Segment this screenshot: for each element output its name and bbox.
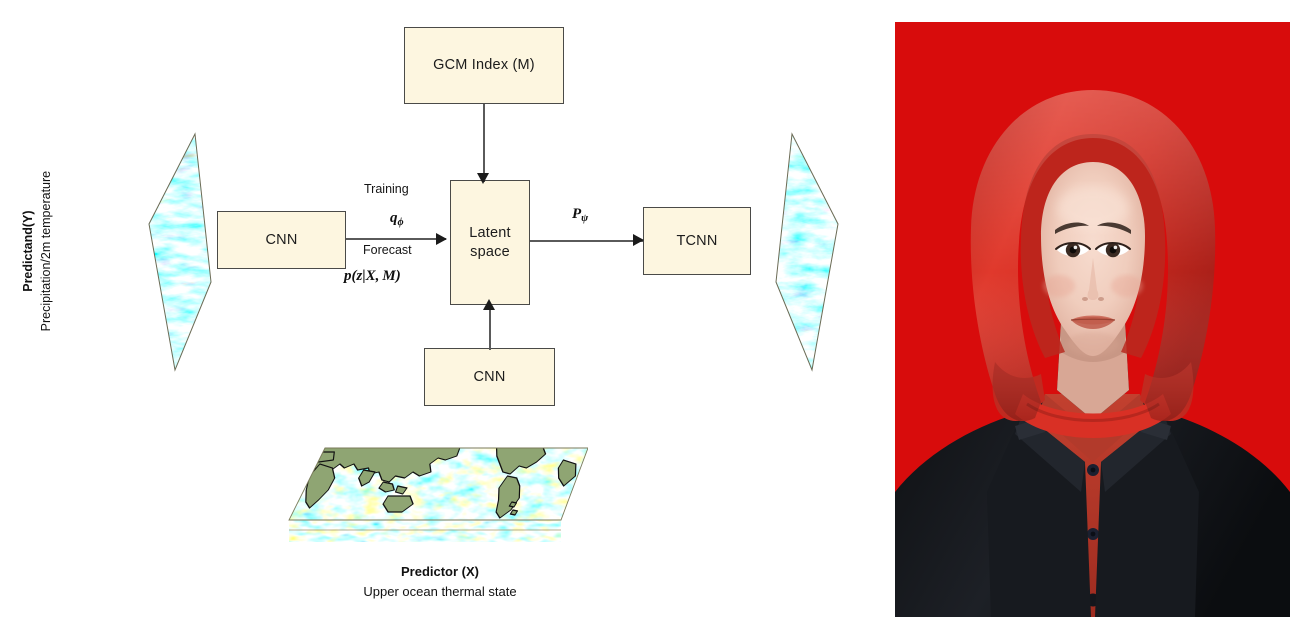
diagram-panel: GCM Index (M) CNN Latent space CNN TCNN … [19,27,842,601]
latent-space-line1: Latent [469,225,511,242]
predictor-title: Predictor (X) [400,564,479,579]
q-phi-label: qϕ [390,210,404,228]
predictand-title: Predictand(Y) [20,210,35,292]
connector-latent-to-tcnn [530,240,643,242]
predictor-ocean-map [283,442,588,552]
connector-cnn-to-latent [346,238,446,240]
tcnn-decoder-box[interactable]: TCNN [643,207,751,275]
arrow-up-icon [483,299,495,310]
latent-space-label: Latent space [469,224,511,260]
cnn-predictor-box[interactable]: CNN [424,348,555,406]
predictand-field-left [145,132,225,372]
cnn-encoder-box[interactable]: CNN [217,211,346,269]
connector-gcm-to-latent [483,104,485,182]
training-label: Training [364,182,409,196]
predictand-caption: Predictand(Y) Precipitation/2m temperatu… [19,151,55,351]
connector-cnn-bottom-to-latent [489,305,491,350]
predictand-field-right [762,132,842,372]
latent-space-line2: space [470,243,510,260]
p-psi-label: Pψ [572,206,589,224]
cnn-encoder-label: CNN [265,231,298,248]
cnn-predictor-label: CNN [473,368,506,385]
portrait-photo [895,22,1290,617]
posterior-label: p(z|X, M) [344,268,401,284]
arrow-right-icon [436,233,447,245]
predictor-caption: Predictor (X) Upper ocean thermal state [330,562,550,601]
latent-space-box[interactable]: Latent space [450,180,530,305]
gcm-index-label: GCM Index (M) [433,57,535,74]
gcm-index-box[interactable]: GCM Index (M) [404,27,564,104]
forecast-label: Forecast [363,243,412,257]
predictor-subtitle: Upper ocean thermal state [363,583,517,599]
predictand-subtitle: Precipitation/2m temperature [39,170,53,332]
arrow-down-icon [477,173,489,184]
tcnn-decoder-label: TCNN [676,232,718,249]
arrow-right-icon [633,234,644,246]
